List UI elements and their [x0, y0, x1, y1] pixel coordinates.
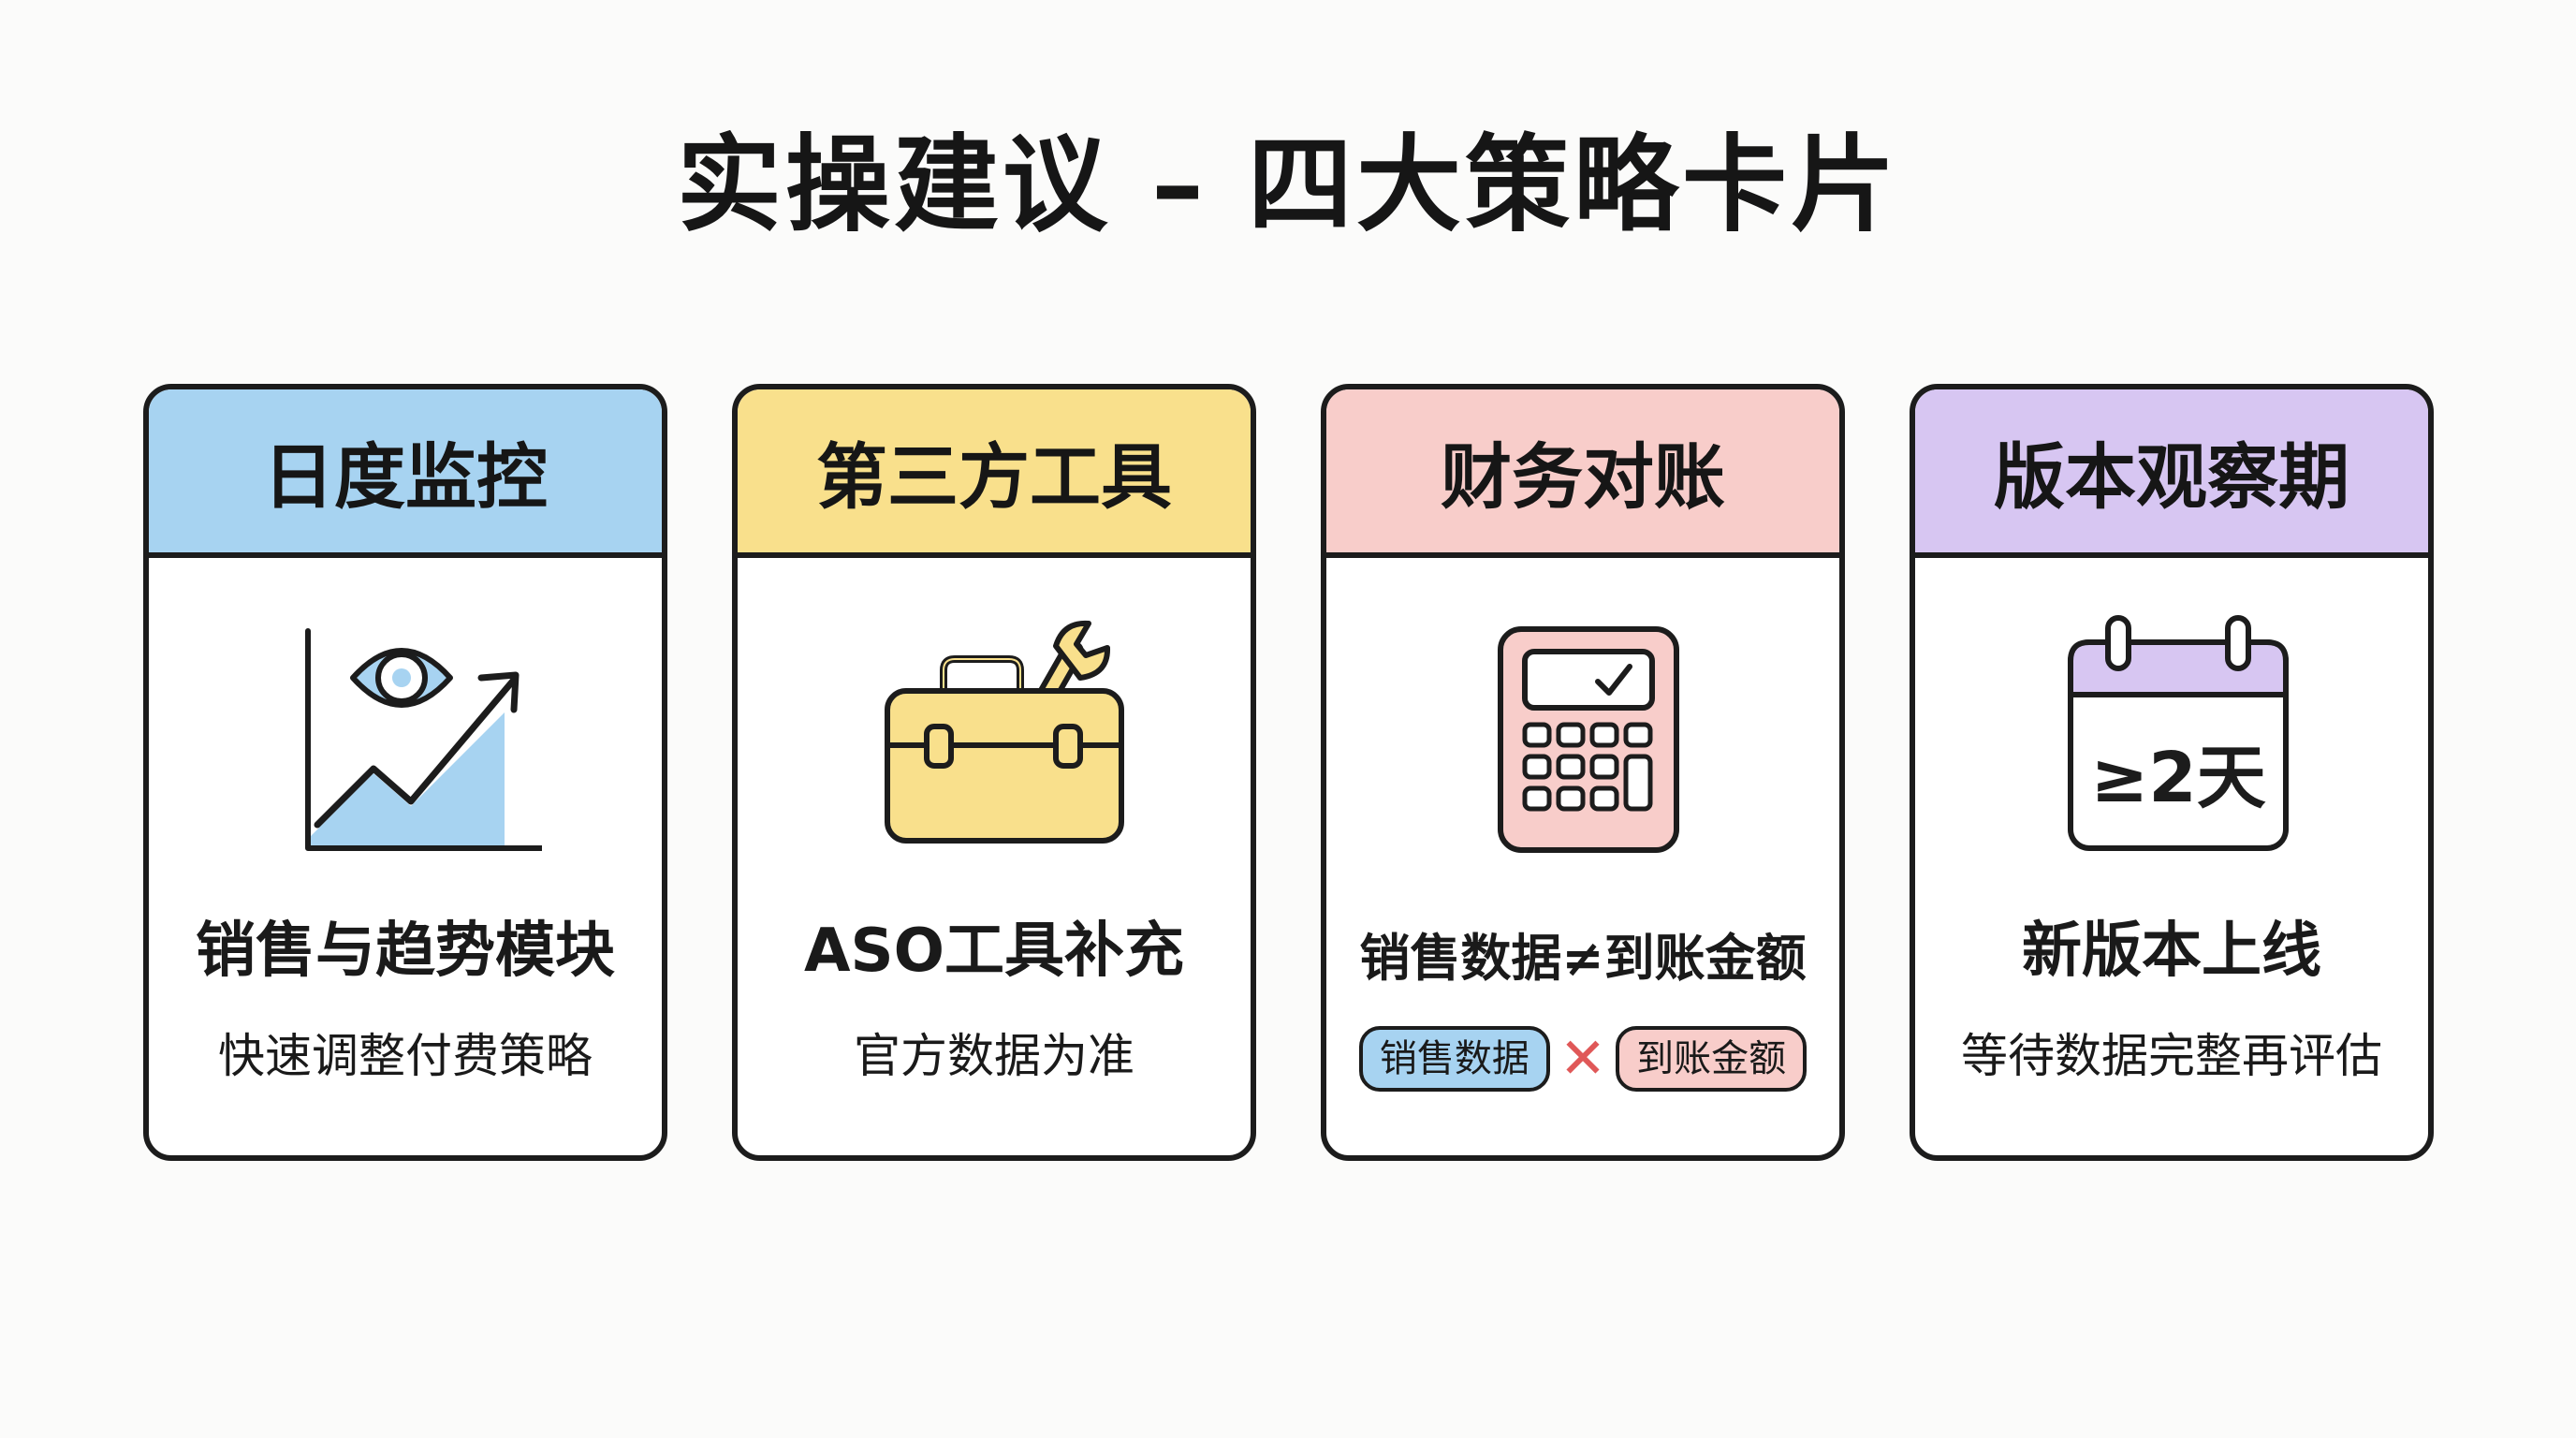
card-description: 等待数据完整再评估 [1961, 1029, 2382, 1083]
card-header: 第三方工具 [738, 389, 1251, 558]
card-daily-monitoring: 日度监控 销售与趋势模块 快速调整付费策略 [143, 384, 667, 1161]
card-third-party-tools: 第三方工具 ASO工具补充 官方数据为准 [732, 384, 1256, 1161]
card-description: 官方数据为准 [854, 1029, 1134, 1083]
card-subtitle: 新版本上线 [2022, 917, 2321, 986]
card-subtitle: 销售与趋势模块 [196, 917, 615, 986]
card-version-observation: 版本观察期 ≥2天 新版本上线 等待数据完整再评估 [1910, 384, 2434, 1161]
comparison-chips: 销售数据 ✕ 到账金额 [1326, 1026, 1839, 1092]
eye-trend-chart-icon [149, 614, 662, 858]
calculator-check-icon [1326, 614, 1839, 858]
card-financial-reconciliation: 财务对账 销售数据≠到账金额 销售数据 ✕ 到账金额 [1321, 384, 1845, 1161]
card-subtitle: ASO工具补充 [803, 917, 1185, 986]
card-description: 快速调整付费策略 [218, 1029, 593, 1083]
card-header: 财务对账 [1326, 389, 1839, 558]
chip-received-amount: 到账金额 [1616, 1026, 1808, 1092]
card-header: 版本观察期 [1915, 389, 2428, 558]
toolbox-wrench-icon [738, 614, 1251, 858]
card-header: 日度监控 [149, 389, 662, 558]
page-title: 实操建议 – 四大策略卡片 [677, 125, 1899, 246]
calendar-icon: ≥2天 [1915, 614, 2428, 858]
chip-sales-data: 销售数据 [1358, 1026, 1550, 1092]
calendar-label: ≥2天 [2090, 738, 2266, 818]
card-subtitle: 销售数据≠到账金额 [1359, 929, 1807, 988]
cross-icon: ✕ [1559, 1026, 1607, 1092]
